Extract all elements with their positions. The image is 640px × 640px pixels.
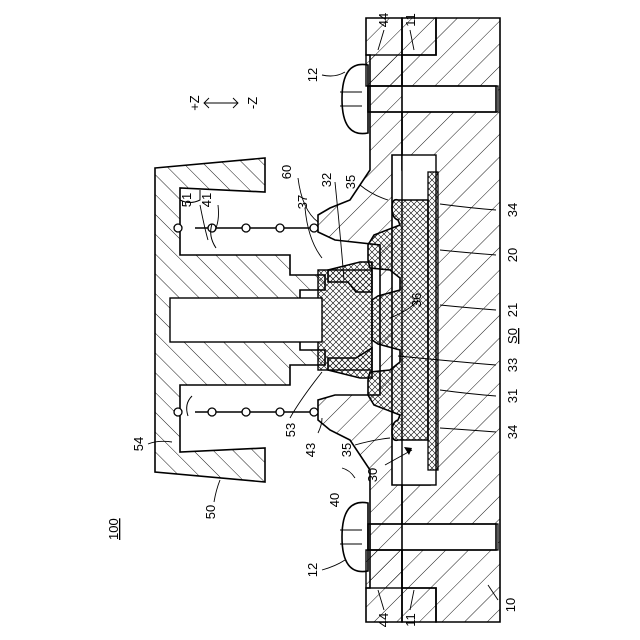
ref-44-top: 44	[376, 13, 391, 27]
axis-plus-label: +Z	[187, 95, 202, 111]
flange-44-bottom	[366, 550, 402, 588]
cap-bore	[170, 298, 322, 342]
ref-12-top: 12	[305, 68, 320, 82]
stem-32	[318, 270, 372, 370]
ref-33: 33	[505, 358, 520, 372]
ref-44-bottom: 44	[376, 613, 391, 627]
ref-11-top: 11	[403, 13, 418, 27]
flange-44-top	[366, 55, 402, 86]
ref-50: 50	[203, 505, 218, 519]
ref-30: 30	[365, 468, 380, 482]
figure-label-group: 100	[106, 518, 121, 540]
ref-12-bottom: 12	[305, 563, 320, 577]
ref-40: 40	[327, 493, 342, 507]
ref-S0: S0	[505, 328, 520, 344]
ref-36: 36	[409, 293, 424, 307]
ref-53: 53	[283, 423, 298, 437]
axis-minus-label: -Z	[245, 97, 260, 109]
ref-43: 43	[303, 443, 318, 457]
ref-60: 60	[279, 165, 294, 179]
diaphragm-30	[368, 200, 428, 441]
figure-label: 100	[106, 518, 121, 540]
ref-31: 31	[505, 389, 520, 403]
ref-32: 32	[319, 173, 334, 187]
plate-20	[428, 172, 438, 470]
ref-37: 37	[295, 195, 310, 209]
ref-20: 20	[505, 248, 520, 262]
ref-35-top: 35	[343, 175, 358, 189]
ref-10: 10	[503, 598, 518, 612]
ref-34-top: 34	[505, 203, 520, 217]
ref-51: 51	[179, 193, 194, 207]
ref-35-bottom: 35	[339, 443, 354, 457]
ref-21: 21	[505, 303, 520, 317]
ref-11-bottom: 11	[403, 613, 418, 627]
ref-34-bottom: 34	[505, 425, 520, 439]
z-axis-indicator	[204, 98, 238, 108]
ref-41: 41	[199, 193, 214, 207]
ref-54: 54	[131, 437, 146, 451]
